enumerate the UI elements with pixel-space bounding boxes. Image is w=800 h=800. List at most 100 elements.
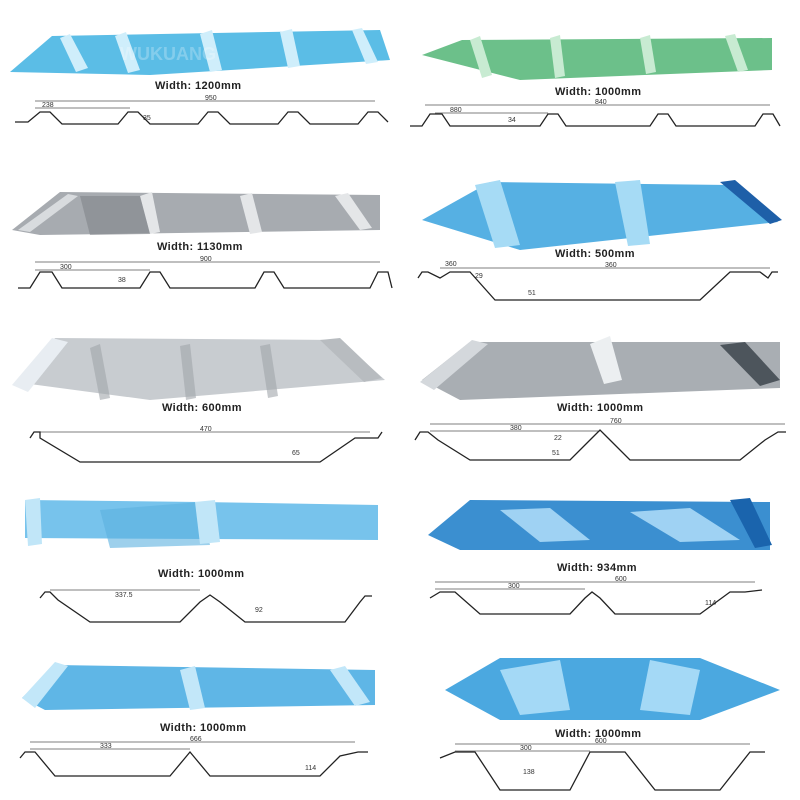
profile-drawing-9: 333 666 114 — [19, 736, 368, 777]
rib-highlight — [630, 508, 740, 542]
profile-line — [429, 589, 763, 615]
profile-drawing-6: 380 760 22 51 — [414, 418, 786, 461]
profile-drawing-3: 300 900 38 — [18, 256, 393, 289]
sheet-panel-5: Width: 600mm 470 65 — [0, 320, 400, 480]
edge-lip — [720, 342, 780, 386]
dimension-label: 600 — [615, 576, 627, 583]
rib-highlight — [335, 193, 372, 230]
dimension-label: 880 — [450, 107, 462, 114]
dimension-label: 333 — [100, 743, 112, 750]
width-label: Width: 500mm — [555, 248, 635, 260]
sheet-photo-1: WUKUANG — [10, 28, 390, 75]
shadow-band — [180, 344, 196, 400]
profile-line — [29, 431, 383, 463]
profile-drawing-8: 300 600 114 — [429, 576, 763, 615]
shadow-band — [90, 344, 110, 400]
dimension-label: 760 — [610, 418, 622, 425]
dimension-label: 360 — [605, 262, 617, 269]
dimension-label: 38 — [118, 277, 126, 284]
rib-highlight — [200, 30, 222, 72]
rib-highlight — [320, 338, 382, 382]
profile-drawing-4: 360 360 29 51 — [417, 261, 778, 301]
width-label: Width: 1200mm — [155, 80, 242, 92]
profile-drawing-10: 300 600 138 — [439, 738, 765, 791]
rib-highlight — [180, 666, 205, 710]
rib-highlight — [25, 498, 42, 546]
sheet-panel-8: Width: 934mm 300 600 114 — [400, 480, 800, 640]
sheet-photo-3 — [12, 192, 380, 235]
rib-highlight — [22, 662, 68, 708]
sheet-panel-2: Width: 1000mm 880 840 34 — [400, 0, 800, 160]
rib-highlight — [640, 660, 700, 715]
profile-drawing-5: 470 65 — [29, 426, 383, 463]
rib-highlight — [140, 192, 160, 234]
sheet-photo-2 — [422, 34, 772, 80]
rib-highlight — [352, 28, 378, 64]
rib-highlight — [60, 34, 88, 72]
profile-line — [19, 750, 368, 777]
sheet-panel-1: WUKUANG Width: 1200mm 238 950 35 — [0, 0, 400, 160]
dimension-label: 600 — [595, 738, 607, 745]
sheet-photo-4 — [422, 180, 782, 250]
dimension-label: 900 — [200, 256, 212, 263]
profile-line — [39, 591, 372, 623]
sheet-panel-7: Width: 1000mm 337.5 92 — [0, 480, 400, 640]
dimension-label: 238 — [42, 102, 54, 109]
shadow-band — [80, 196, 150, 235]
width-label: Width: 1000mm — [555, 86, 642, 98]
dimension-label: 65 — [292, 450, 300, 457]
rib-highlight — [725, 34, 748, 72]
profile-drawing-1: 238 950 35 — [15, 95, 389, 125]
dimension-label: 840 — [595, 99, 607, 106]
rib-highlight — [640, 35, 656, 74]
shadow-band — [260, 344, 278, 398]
sheet-body — [422, 38, 772, 80]
profile-line — [439, 751, 765, 791]
profile-line — [410, 113, 781, 127]
rib-highlight — [240, 193, 262, 234]
rib-highlight — [590, 336, 622, 384]
rib-highlight — [12, 338, 68, 392]
dimension-label: 51 — [552, 450, 560, 457]
dimension-label: 114 — [305, 765, 316, 772]
dimension-label: 470 — [200, 426, 212, 433]
dimension-label: 22 — [554, 435, 562, 442]
width-label: Width: 1000mm — [557, 402, 644, 414]
rib-highlight — [280, 29, 300, 68]
sheet-photo-8 — [428, 498, 772, 550]
width-label: Width: 1000mm — [160, 722, 247, 734]
sheet-photo-6 — [420, 336, 780, 400]
sheet-photo-5 — [12, 338, 385, 400]
dimension-label: 360 — [445, 261, 457, 268]
dimension-label: 35 — [143, 115, 151, 122]
dimension-label: 34 — [508, 117, 516, 124]
rib-highlight — [475, 180, 520, 248]
profile-line — [15, 111, 389, 125]
watermark-text: WUKUANG — [120, 44, 216, 64]
width-label: Width: 1000mm — [158, 568, 245, 580]
rib-highlight — [500, 508, 590, 542]
width-label: Width: 1130mm — [157, 241, 243, 253]
profile-line — [18, 271, 393, 289]
dimension-label: 666 — [190, 736, 202, 743]
rib-highlight — [115, 32, 140, 73]
profile-drawing-7: 337.5 92 — [39, 589, 372, 623]
rib-highlight — [420, 340, 488, 390]
profile-line — [414, 429, 786, 461]
rib-highlight — [470, 36, 492, 78]
width-label: Width: 600mm — [162, 402, 242, 414]
edge-lip — [730, 498, 772, 548]
profile-drawing-2: 880 840 34 — [410, 99, 781, 127]
dimension-label: 138 — [523, 769, 535, 776]
width-label: Width: 934mm — [557, 562, 637, 574]
sheet-panel-4: Width: 500mm 360 360 29 51 — [400, 160, 800, 320]
rib-highlight — [195, 500, 220, 544]
dimension-label: 300 — [508, 583, 520, 590]
width-label: Width: 1000mm — [555, 728, 642, 740]
shadow-band — [100, 502, 210, 548]
rib-highlight — [615, 180, 650, 246]
sheet-photo-9 — [22, 662, 375, 710]
sheet-panel-3: Width: 1130mm 300 900 38 — [0, 160, 400, 320]
dimension-label: 51 — [528, 290, 536, 297]
dimension-label: 337.5 — [115, 592, 133, 599]
